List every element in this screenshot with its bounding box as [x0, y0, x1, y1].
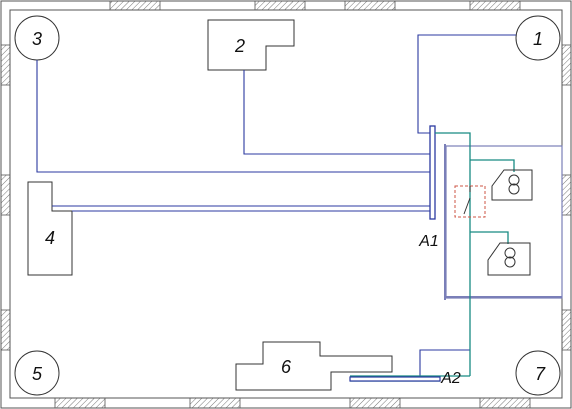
column-7: [515, 350, 561, 396]
label-4: 4: [45, 228, 55, 248]
label-7: 7: [535, 364, 546, 384]
column-1: [515, 15, 561, 61]
block-2: [207, 19, 295, 71]
column-markers: [14, 15, 561, 396]
switch-box: [454, 185, 486, 218]
column-5: [14, 350, 60, 396]
device-upper: [491, 169, 533, 201]
side-room: [444, 144, 563, 300]
panel-a1: [429, 125, 436, 220]
room-blocks: [27, 19, 393, 391]
label-a2: A2: [440, 370, 461, 387]
label-a1: A1: [418, 233, 439, 250]
label-1: 1: [533, 29, 543, 49]
diagram-labels: 1 2 3 4 5 6 7 A1 A2: [32, 29, 546, 387]
label-2: 2: [234, 36, 245, 56]
label-3: 3: [32, 29, 42, 49]
label-5: 5: [32, 364, 43, 384]
label-6: 6: [281, 357, 292, 377]
panel-a2: [349, 376, 441, 382]
blue-cables: [36, 34, 516, 380]
block-6: [235, 341, 393, 391]
device-lower: [487, 242, 531, 276]
